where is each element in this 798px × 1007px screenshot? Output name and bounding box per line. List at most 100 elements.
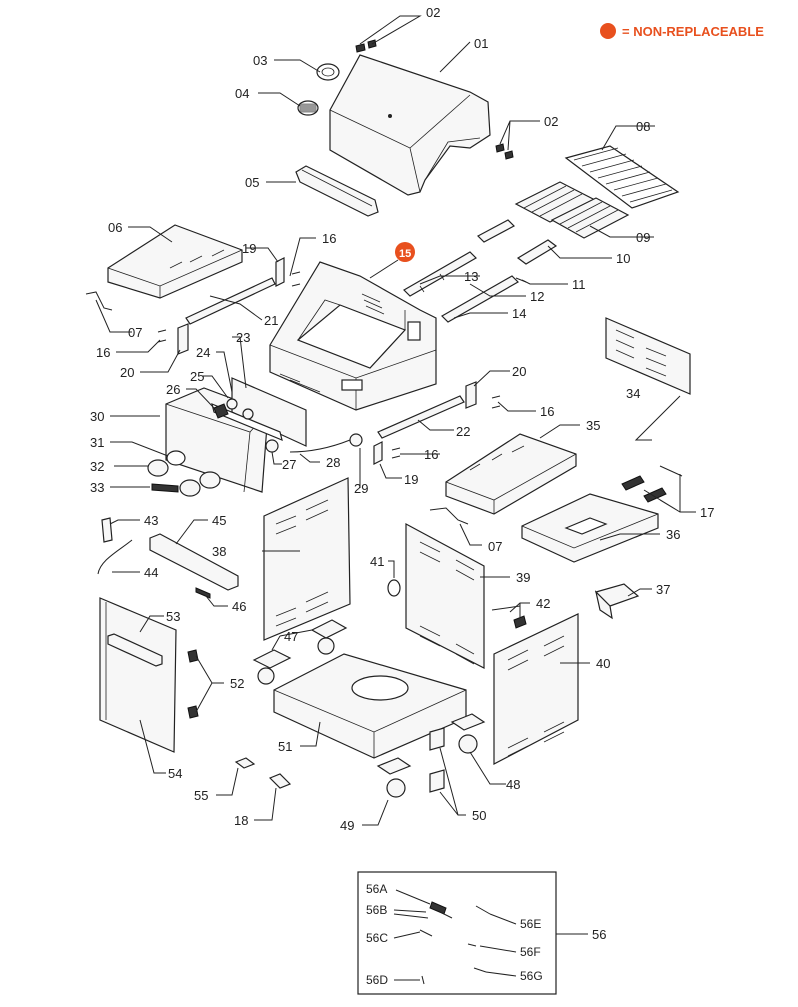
callout-labels: 02 01 02 03 04 05 06 08 09 10 11 12 13 1… xyxy=(90,5,714,833)
callout-23: 23 xyxy=(236,330,250,345)
part-47-casters xyxy=(252,619,348,685)
part-07-shelf-hook-right xyxy=(429,507,469,525)
callout-18: 18 xyxy=(234,813,248,828)
callout-30: 30 xyxy=(90,409,104,424)
part-07-shelf-hook-left xyxy=(85,291,113,311)
callout-11: 11 xyxy=(572,277,586,292)
part-25-valve xyxy=(226,398,254,420)
callout-49: 49 xyxy=(340,818,354,833)
callout-09: 09 xyxy=(636,230,650,245)
callout-29: 29 xyxy=(354,481,368,496)
part-32-knobs xyxy=(147,459,221,497)
callout-16-right: 16 xyxy=(540,404,554,419)
part-19-bracket xyxy=(275,257,383,465)
part-04-gauge xyxy=(297,100,319,116)
callout-04: 04 xyxy=(235,86,249,101)
part-42-tank-hooks xyxy=(491,605,527,629)
part-44-igniter-wire xyxy=(97,539,133,575)
callout-16-lower: 16 xyxy=(424,447,438,462)
part-24-manifold xyxy=(211,402,283,442)
inset-frame xyxy=(357,871,557,995)
legend: = NON-REPLACEABLE xyxy=(600,23,764,39)
callout-39: 39 xyxy=(516,570,530,585)
callout-33: 33 xyxy=(90,480,104,495)
callout-03: 03 xyxy=(253,53,267,68)
inset-item-56a: 56A xyxy=(366,882,387,896)
part-16-screws xyxy=(157,271,501,459)
callout-53: 53 xyxy=(166,609,180,624)
callout-17: 17 xyxy=(700,505,714,520)
inset-label: 56 xyxy=(592,927,606,942)
callout-31: 31 xyxy=(90,435,104,450)
callout-15: 15 xyxy=(399,248,411,260)
callout-24: 24 xyxy=(196,345,210,360)
callout-06: 06 xyxy=(108,220,122,235)
leader-lines xyxy=(95,15,696,826)
callout-43: 43 xyxy=(144,513,158,528)
callout-55: 55 xyxy=(194,788,208,803)
callout-54: 54 xyxy=(168,766,182,781)
part-18-clip xyxy=(268,773,292,789)
callout-27: 27 xyxy=(282,457,296,472)
inset-item-56b: 56B xyxy=(366,903,387,917)
part-52-hinges xyxy=(187,649,199,719)
part-10-heat-tent xyxy=(516,239,558,265)
part-49-caster xyxy=(376,757,412,798)
part-39-rear-panel xyxy=(405,522,485,669)
part-31-knob-bezel xyxy=(166,450,186,466)
callout-19-top: 19 xyxy=(242,241,256,256)
callout-07-right: 07 xyxy=(488,539,502,554)
part-46-hinge xyxy=(195,587,211,599)
part-45-door-rail xyxy=(149,533,239,591)
part-35-side-shelf xyxy=(445,433,577,515)
callout-16-top: 16 xyxy=(322,231,336,246)
part-27-regulator-fitting xyxy=(265,439,279,453)
callout-13: 13 xyxy=(464,269,478,284)
callout-41: 41 xyxy=(370,554,384,569)
callout-10: 10 xyxy=(616,251,630,266)
inset-item-56d: 56D xyxy=(366,973,388,987)
part-26-valve-assembly xyxy=(213,403,229,419)
part-burner-tubes xyxy=(403,251,519,323)
callout-21: 21 xyxy=(264,313,278,328)
callout-25: 25 xyxy=(190,369,204,384)
part-01-lid xyxy=(329,54,491,196)
part-33-logo-plate xyxy=(151,483,179,493)
legend-text: = NON-REPLACEABLE xyxy=(622,24,764,39)
part-13-heat-tent xyxy=(477,219,515,243)
part-54-door xyxy=(99,597,177,753)
callout-47: 47 xyxy=(284,629,298,644)
callout-34: 34 xyxy=(626,386,640,401)
callout-05: 05 xyxy=(245,175,259,190)
non-replaceable-dot xyxy=(600,23,616,39)
callout-08: 08 xyxy=(636,119,650,134)
callout-35: 35 xyxy=(586,418,600,433)
part-37-grease-cup xyxy=(594,583,640,620)
part-36-tray-cover xyxy=(521,493,659,563)
part-40-right-panel xyxy=(493,613,579,765)
callout-44: 44 xyxy=(144,565,158,580)
part-06-side-shelf xyxy=(107,224,243,299)
part-41-grommet xyxy=(387,579,401,597)
part-05-handle xyxy=(295,165,379,217)
part-17-screws xyxy=(621,465,683,503)
callout-14: 14 xyxy=(512,306,526,321)
inset-item-56e: 56E xyxy=(520,917,541,931)
part-53-door-handle xyxy=(107,633,163,667)
callout-20-right: 20 xyxy=(512,364,526,379)
part-09-cooking-grates xyxy=(514,181,630,239)
callout-40: 40 xyxy=(596,656,610,671)
part-55-clip xyxy=(234,757,256,769)
callout-02-right: 02 xyxy=(544,114,558,129)
part-48-caster xyxy=(450,713,486,754)
callout-32: 32 xyxy=(90,459,104,474)
inset-item-56c: 56C xyxy=(366,931,388,945)
part-51-base xyxy=(273,653,467,759)
callout-07-left: 07 xyxy=(128,325,142,340)
callout-48: 48 xyxy=(506,777,520,792)
callout-16-left: 16 xyxy=(96,345,110,360)
callout-52: 52 xyxy=(230,676,244,691)
callout-02-top: 02 xyxy=(426,5,440,20)
callout-15-nonreplaceable: 15 xyxy=(369,242,415,279)
